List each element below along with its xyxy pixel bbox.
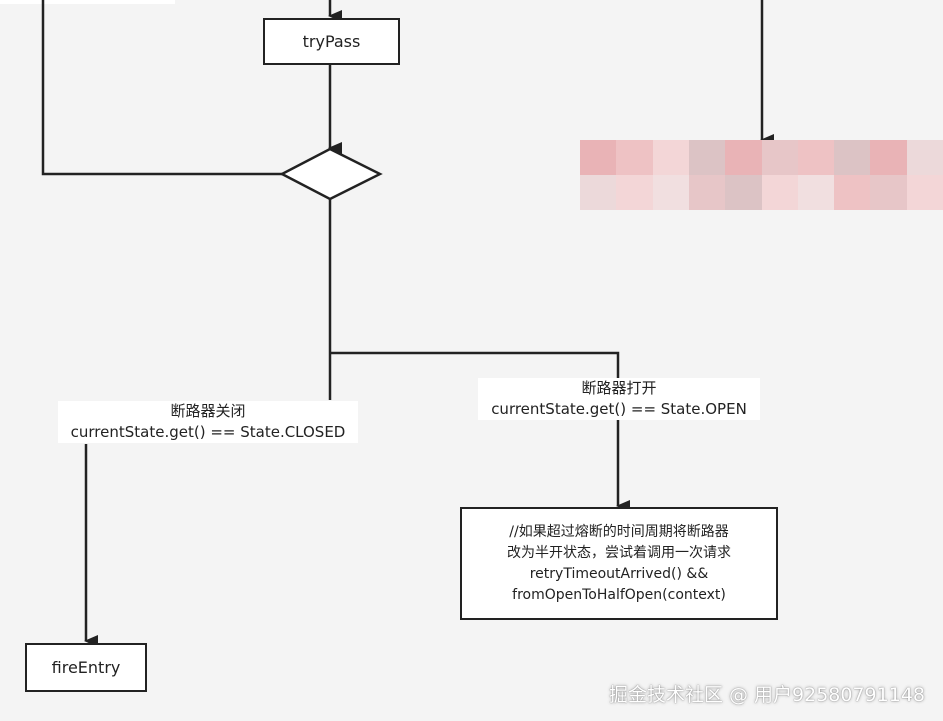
open-action-line-4: fromOpenToHalfOpen(context) [512,586,726,603]
mosaic-pixel [761,140,799,175]
mosaic-pixel [652,175,690,210]
mosaic-pixel [797,175,836,210]
mosaic-pixel [580,140,618,175]
open-action-line-1: //如果超过熔断的时间周期将断路器 [509,523,729,540]
mosaic-pixel [725,140,763,175]
watermark: 掘金技术社区 @ 用户92580791148 [608,684,925,706]
mosaic-pixel [906,175,943,210]
mosaic-pixel [652,140,690,175]
mosaic-pixel [761,175,799,210]
blurred-node-mosaic [580,140,943,210]
trypass-node: tryPass [263,18,400,65]
edge-label-open: 断路器打开 currentState.get() == State.OPEN [478,378,760,420]
cropped-node-fragment [0,0,175,4]
mosaic-pixel [906,140,943,175]
loop-back-edge [41,0,282,176]
mosaic-pixel [870,175,908,210]
trypass-label: tryPass [302,32,361,51]
mosaic-pixel [725,175,763,210]
mosaic-pixel [797,140,836,175]
mosaic-pixel [870,140,908,175]
closed-condition: currentState.get() == State.CLOSED [70,423,346,441]
mosaic-pixel [834,175,872,210]
fireentry-node: fireEntry [25,643,147,692]
open-condition: currentState.get() == State.OPEN [491,400,747,418]
open-action-line-2: 改为半开状态，尝试着调用一次请求 [507,544,731,561]
fireentry-label: fireEntry [51,658,121,677]
open-title: 断路器打开 [581,379,657,397]
mosaic-pixel [688,175,727,210]
closed-title: 断路器关闭 [170,402,246,420]
decision-diamond [279,147,383,201]
mosaic-pixel [688,140,727,175]
mosaic-pixel [616,175,654,210]
mosaic-pixel [616,140,654,175]
mosaic-pixel [580,175,618,210]
open-action-node: //如果超过熔断的时间周期将断路器 改为半开状态，尝试着调用一次请求 retry… [460,507,778,620]
edge-open-branch [330,351,620,378]
open-action-line-3: retryTimeoutArrived() && [529,565,709,582]
mosaic-pixel [834,140,872,175]
edge-label-closed: 断路器关闭 currentState.get() == State.CLOSED [58,401,358,443]
